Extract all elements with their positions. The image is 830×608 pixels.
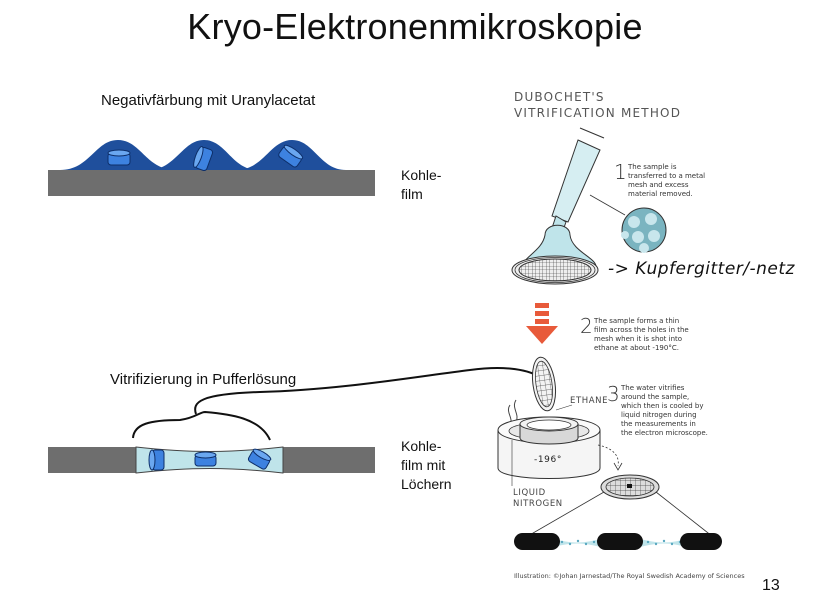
carbon-film-bar xyxy=(48,170,375,196)
down-arrow-icon xyxy=(526,303,558,344)
step-text-line: around the sample, xyxy=(621,393,690,401)
vitrification-label: Vitrifizierung in Pufferlösung xyxy=(110,371,297,388)
pipette-illustration xyxy=(522,127,605,269)
step-text-line: liquid nitrogen during xyxy=(621,411,697,419)
step-text-line: material removed. xyxy=(628,190,693,198)
page-number: 13 xyxy=(762,577,780,594)
liquid-nitrogen-label-line: NITROGEN xyxy=(513,499,563,509)
liquid-nitrogen-label-line: LIQUID xyxy=(513,488,546,498)
protein-particle xyxy=(107,149,131,166)
step-text-line: ethane at about -190°C. xyxy=(594,344,679,352)
step-text-line: the measurements in xyxy=(621,420,696,428)
protein-particle xyxy=(278,144,304,168)
ethane-label: ETHANE xyxy=(570,396,609,406)
step-description: The water vitrifies around the sample, w… xyxy=(621,384,708,438)
ethane-container xyxy=(497,399,601,486)
step-text-line: which then is cooled by xyxy=(621,402,704,410)
protein-particle xyxy=(193,146,214,172)
protein-particle xyxy=(148,449,165,471)
step-text-line: The water vitrifies xyxy=(621,384,685,392)
protein-particle xyxy=(247,448,272,470)
holey-film-label-line: film mit xyxy=(401,457,446,473)
holey-film-label: Kohle- film mit Löchern xyxy=(401,437,452,494)
carbon-film-bar-left xyxy=(48,447,136,473)
liquid-nitrogen-label: LIQUID NITROGEN xyxy=(513,488,563,510)
step-number: 1 xyxy=(614,160,627,184)
handdrawn-bracket xyxy=(132,410,271,441)
temperature-label: -196° xyxy=(534,455,562,465)
step-description: The sample is transferred to a metal mes… xyxy=(628,163,705,199)
protein-particle xyxy=(194,451,217,467)
holey-film-label-line: Löchern xyxy=(401,476,452,492)
step-text-line: film across the holes in the xyxy=(594,326,689,334)
zoom-grid xyxy=(520,474,718,541)
step-number: 2 xyxy=(580,314,593,338)
step-number: 3 xyxy=(607,382,620,406)
slide-title: Kryo-Elektronenmikroskopie xyxy=(187,6,643,47)
step-text-line: The sample forms a thin xyxy=(594,317,680,325)
illustration-credit: Illustration: ©Johan Jarnestad/The Royal… xyxy=(514,572,745,580)
holey-film-closeup xyxy=(514,533,722,550)
step-text-line: mesh when it is shot into xyxy=(594,335,683,343)
vitrification-diagram xyxy=(48,367,541,474)
negative-stain-label: Negativfärbung mit Uranylacetat xyxy=(101,92,316,109)
step-description: The sample forms a thin film across the … xyxy=(594,317,689,353)
dubochet-heading: DUBOCHET'S VITRIFICATION METHOD xyxy=(514,89,681,121)
copper-grid xyxy=(511,255,599,285)
holey-film-label-line: Kohle- xyxy=(401,438,442,454)
carbon-film-label-line: film xyxy=(401,186,423,202)
carbon-film-bar-right xyxy=(283,447,375,473)
plunging-grid xyxy=(531,356,557,412)
mesh-zoom-circle xyxy=(589,194,667,253)
step-text-line: transferred to a metal xyxy=(628,172,706,180)
step-text-line: The sample is xyxy=(628,163,677,171)
dubochet-heading-line: DUBOCHET'S xyxy=(514,90,605,104)
handwritten-note: -> Kupfergitter/-netz xyxy=(608,259,795,279)
step-text-line: mesh and excess xyxy=(628,181,689,189)
carbon-film-label: Kohle- film xyxy=(401,166,441,204)
carbon-film-label-line: Kohle- xyxy=(401,167,442,183)
dubochet-heading-line: VITRIFICATION METHOD xyxy=(514,106,682,120)
handdrawn-connector-line xyxy=(194,367,541,415)
step-text-line: the electron microscope. xyxy=(621,429,708,437)
negative-stain-diagram xyxy=(48,140,375,196)
